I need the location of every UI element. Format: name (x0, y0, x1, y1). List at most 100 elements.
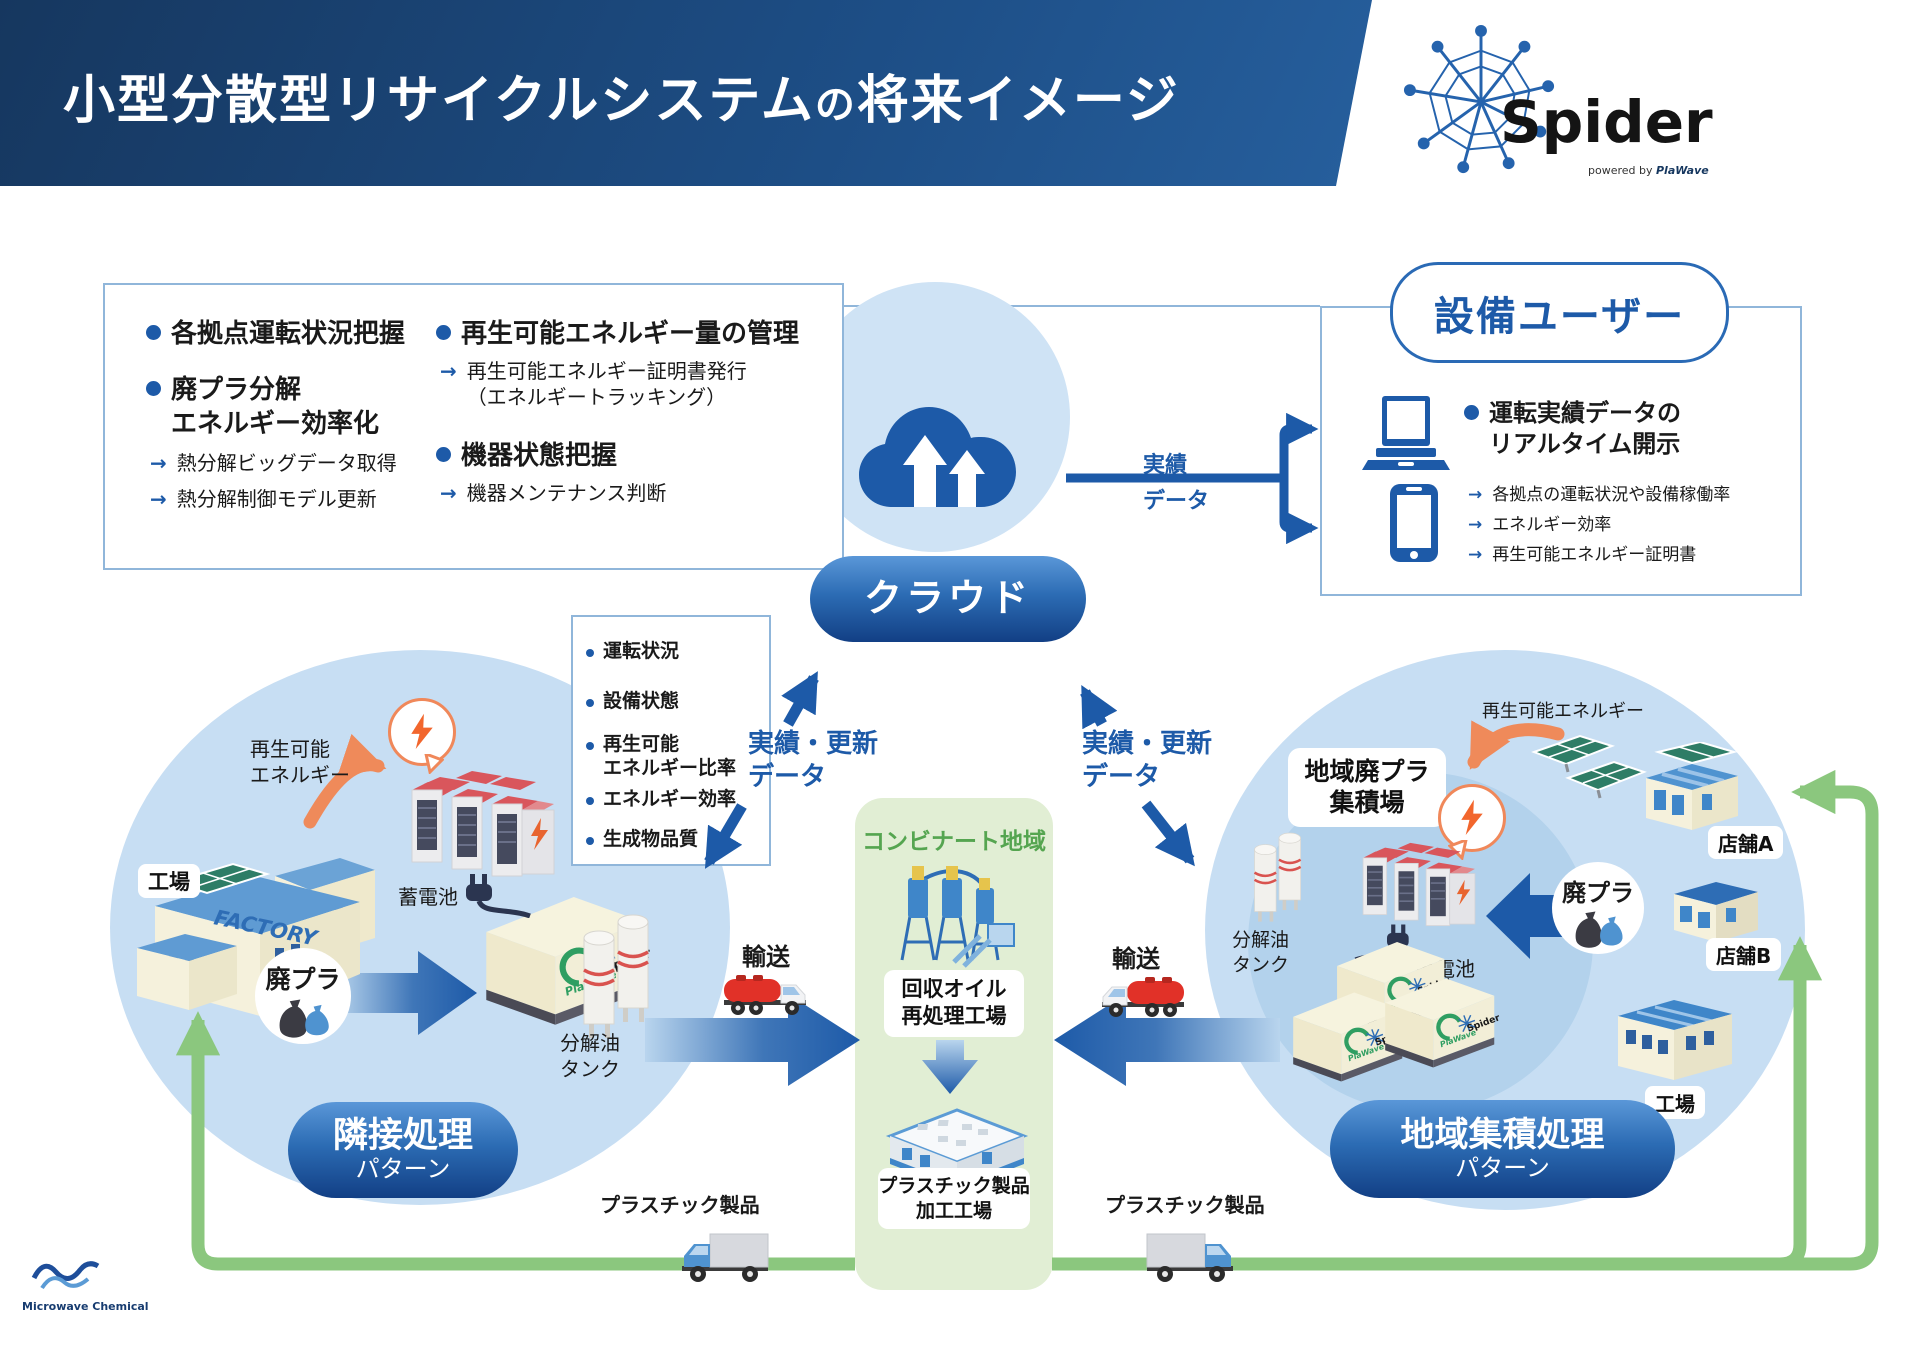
logo-wordmark: Spider (1500, 88, 1713, 156)
feature-item: 再生可能エネルギー量の管理 (436, 318, 799, 352)
status-item: 再生可能 エネルギー比率 (586, 733, 736, 781)
status-item: 設備状態 (586, 690, 679, 714)
bullet-icon (436, 325, 451, 340)
feature-text: 再生可能エネルギー量の管理 (461, 319, 800, 349)
feature-subtext: 熱分解制御モデル更新 (176, 487, 377, 511)
feature-text: 廃プラ分解 エネルギー効率化 (171, 375, 380, 439)
shop-b-label: 店舗B (1706, 938, 1782, 971)
arrow-icon: → (1468, 515, 1483, 535)
pattern-line2: パターン (355, 1155, 451, 1184)
battery-label-left: 蓄電池 (398, 885, 458, 909)
regional-collection-label: 地域廃プラ 集積場 (1288, 748, 1446, 827)
arrow-icon: → (440, 359, 457, 383)
feature-subtext: 機器メンテナンス判断 (466, 481, 667, 505)
cloud-features-box (103, 283, 844, 570)
waste-label-left: 廃プラ (265, 965, 341, 994)
feature-subitem: → 機器メンテナンス判断 (440, 480, 666, 506)
products-label-right: プラスチック製品 (1105, 1193, 1265, 1217)
bullet-icon (586, 649, 594, 657)
status-text: 設備状態 (603, 690, 680, 712)
trash-bags-icon (274, 996, 332, 1042)
status-text: 生成物品質 (603, 828, 699, 850)
waste-plastic-badge-left: 廃プラ (255, 948, 351, 1044)
bullet-icon (586, 699, 594, 707)
trash-bags-icon (1571, 908, 1625, 952)
status-item: 運転状況 (586, 640, 679, 664)
bullet-icon (146, 325, 161, 340)
update-data-right-label: 実績・更新 データ (1082, 729, 1213, 792)
status-item: エネルギー効率 (586, 788, 736, 812)
waste-plastic-badge-right: 廃プラ (1552, 862, 1644, 954)
feature-subitem: → 熱分解ビッグデータ取得 (150, 450, 397, 476)
combinat-area-label: コンビナート地域 (862, 829, 1046, 855)
lightning-bolt-icon (405, 711, 439, 753)
header-band (0, 0, 1372, 186)
powered-by-text: powered by (1588, 164, 1653, 177)
factory-label-left: 工場 (138, 864, 200, 898)
lightning-bubble-right (1438, 784, 1506, 852)
page-title: 小型分散型リサイクルシステムの将来イメージ (63, 58, 1180, 133)
adjacent-pattern-pill: 隣接処理 パターン (288, 1102, 518, 1198)
user-subtext: 再生可能エネルギー証明書 (1492, 545, 1697, 565)
shop-a-label: 店舗A (1708, 826, 1784, 859)
microwave-chemical-logo-icon (31, 1261, 100, 1290)
tank-label-left: 分解油 タンク (560, 1031, 620, 1081)
title-rest: 将来イメージ (856, 71, 1180, 131)
user-subitem: → 再生可能エネルギー証明書 (1468, 544, 1696, 566)
refinery-icon (900, 866, 1015, 968)
cloud-label: クラウド (863, 576, 1032, 621)
cloud-upload-icon (859, 407, 1016, 507)
waste-label-right: 廃プラ (1562, 879, 1634, 907)
regional-pattern-pill: 地域集積処理 パターン (1330, 1100, 1675, 1198)
battery-bank-right-icon (1352, 834, 1486, 929)
tanker-truck-left-icon (722, 970, 810, 1016)
pattern-line1: 地域集積処理 (1400, 1114, 1605, 1155)
battery-bank-left-icon (398, 760, 568, 880)
products-truck-left-icon (680, 1228, 770, 1284)
title-particle: の (814, 82, 857, 128)
products-label-left: プラスチック製品 (600, 1193, 760, 1217)
lightning-bubble-left (388, 698, 456, 766)
powered-brand-text: PlaWave (1656, 164, 1709, 177)
solar-panels-right-icon (1528, 722, 1648, 802)
bullet-icon (1464, 405, 1479, 420)
feature-subtext: 再生可能エネルギー証明書発行 （エネルギートラッキング） (466, 359, 747, 409)
processing-plant-label: プラスチック製品 加工工場 (878, 1168, 1030, 1230)
renewable-label-right: 再生可能エネルギー (1482, 701, 1644, 722)
arrow-icon: → (440, 481, 457, 505)
status-item: 生成物品質 (586, 828, 698, 852)
feature-subtext: 熱分解ビッグデータ取得 (176, 451, 397, 475)
title-main: 小型分散型リサイクルシステム (63, 71, 815, 131)
cloud-pill: クラウド (810, 556, 1086, 642)
pattern-line2: パターン (1455, 1153, 1550, 1182)
user-subtext: エネルギー効率 (1492, 515, 1612, 535)
spider-web-icon (1403, 24, 1555, 174)
oil-plant-label: 回収オイル 再処理工場 (884, 970, 1024, 1037)
tank-label-right: 分解油 タンク (1232, 929, 1290, 976)
feature-item: 機器状態把握 (436, 440, 617, 474)
plug-icon-left (462, 872, 534, 918)
feature-subitem: → 再生可能エネルギー証明書発行 （エネルギートラッキング） (440, 358, 747, 410)
tanker-truck-right-icon (1098, 972, 1186, 1018)
smartphone-icon (1390, 484, 1438, 562)
feature-item: 各拠点運転状況把握 (146, 318, 405, 352)
bullet-icon (586, 742, 594, 750)
arrow-icon: → (1468, 485, 1483, 505)
oil-tanks-right-icon (1250, 828, 1308, 936)
feature-item: 廃プラ分解 エネルギー効率化 (146, 374, 379, 442)
equipment-user-title: 設備ユーザー (1433, 293, 1686, 340)
products-truck-right-icon (1145, 1228, 1235, 1284)
pattern-line1: 隣接処理 (332, 1116, 473, 1157)
microwave-chemical-name: Microwave Chemical (22, 1300, 149, 1313)
user-feature-text: 運転実績データの リアルタイム開示 (1489, 399, 1681, 459)
update-data-left-label: 実績・更新 データ (748, 729, 879, 792)
arrow-icon: → (150, 451, 167, 475)
bullet-icon (436, 447, 451, 462)
logo-powered-by: powered by PlaWave (1588, 164, 1709, 177)
status-text: エネルギー効率 (603, 788, 737, 810)
bullet-icon (586, 797, 594, 805)
laptop-icon (1362, 396, 1450, 470)
arrow-icon: → (1468, 545, 1483, 565)
equipment-user-pill: 設備ユーザー (1390, 262, 1729, 363)
bubble-tail-left (424, 754, 444, 774)
